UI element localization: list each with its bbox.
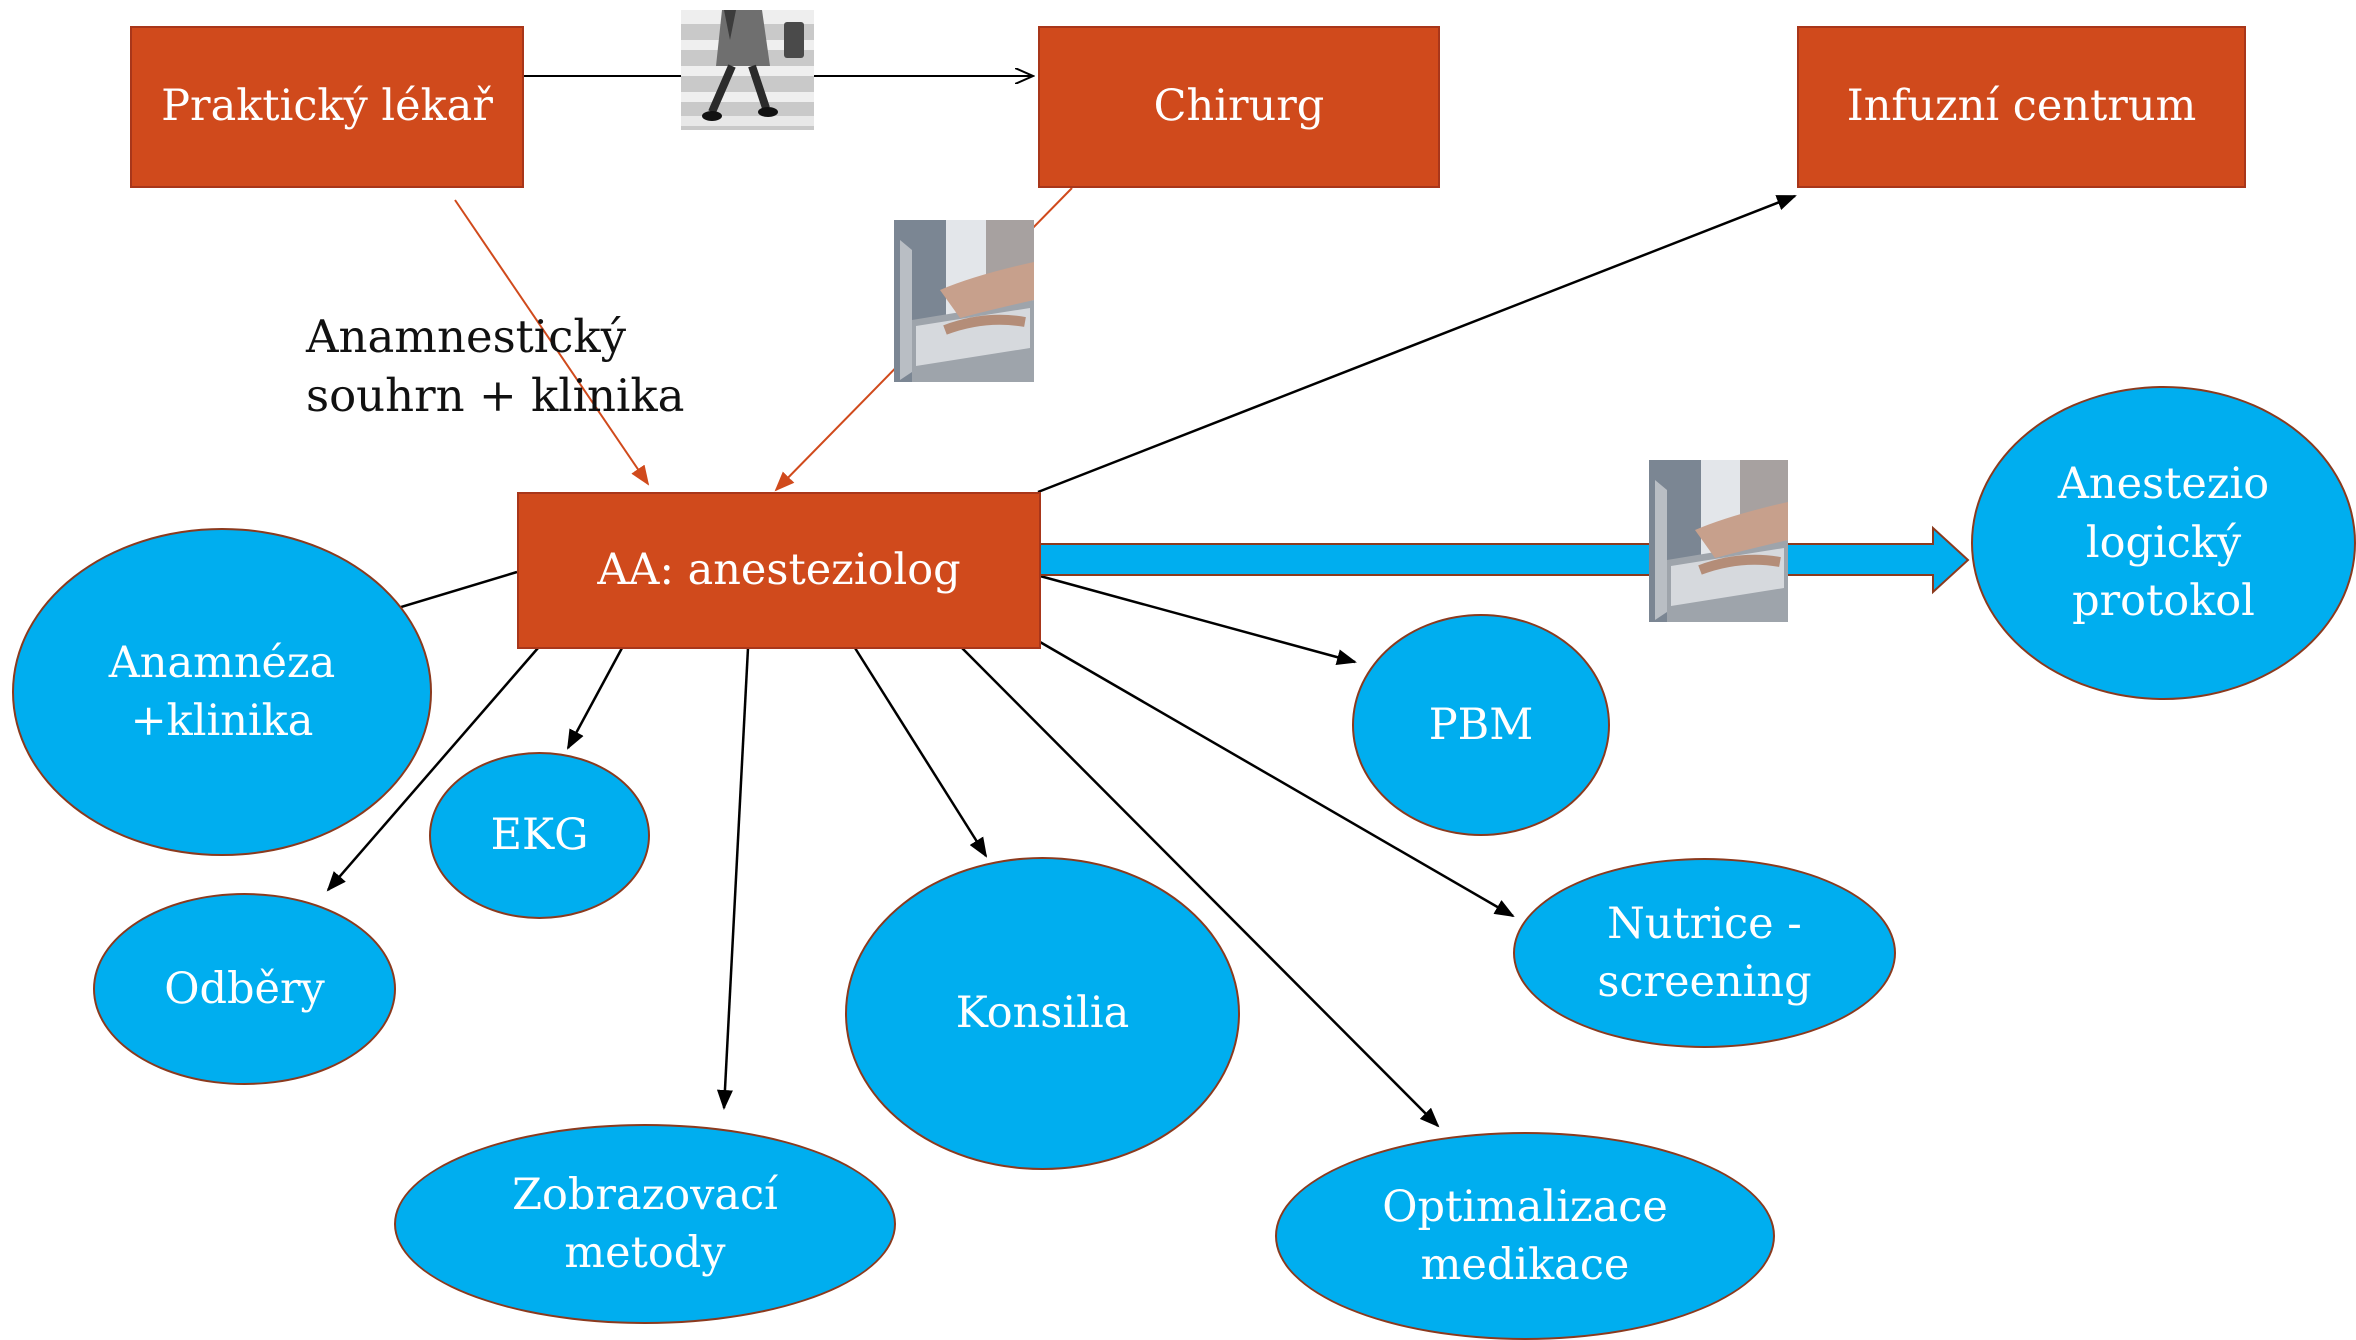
arrow-anesthesiologist-to-infusion: [1037, 194, 1797, 494]
typing-laptop-photo: [894, 220, 1034, 382]
box-label: Praktický lékař: [161, 81, 493, 132]
ellipse-label: Anestezio logický protokol: [2057, 459, 2270, 627]
box-surgeon: Chirurg: [1038, 26, 1440, 188]
walking-person-photo: [681, 10, 814, 130]
annotation-anamnestic-summary: Anamnestický souhrn + klinika: [306, 310, 685, 422]
ellipse-medication: Optimalizace medikace: [1275, 1132, 1775, 1340]
ellipse-pbm: PBM: [1352, 614, 1610, 836]
ellipse-label: Zobrazovací metody: [512, 1169, 778, 1278]
box-infusion-center: Infuzní centrum: [1797, 26, 2246, 188]
box-label: Chirurg: [1153, 81, 1325, 132]
ellipse-label: EKG: [490, 810, 589, 861]
ellipse-label: PBM: [1428, 699, 1534, 750]
ellipse-label: Konsilia: [955, 988, 1130, 1039]
typing-laptop-photo: [1649, 460, 1788, 622]
arrow-to-ekg: [566, 647, 624, 750]
ellipse-imaging: Zobrazovací metody: [394, 1124, 896, 1324]
arrow-to-pbm: [1039, 574, 1357, 665]
ellipse-consults: Konsilia: [845, 857, 1240, 1170]
ellipse-label: Anamnéza +klinika: [108, 637, 336, 746]
box-label: Infuzní centrum: [1846, 81, 2197, 132]
arrow-to-imaging: [716, 647, 750, 1110]
ellipse-label: Optimalizace medikace: [1382, 1181, 1668, 1290]
box-anesthesiologist: AA: anesteziolog: [517, 492, 1041, 649]
ellipse-nutrition: Nutrice - screening: [1513, 858, 1896, 1048]
ellipse-label: Odběry: [164, 963, 325, 1014]
ellipse-samples: Odběry: [93, 893, 396, 1085]
block-arrow-to-protocol: [1039, 525, 1970, 595]
ellipse-label: Nutrice - screening: [1597, 898, 1812, 1007]
arrow-gp-to-anesthesiologist: [454, 199, 650, 486]
ellipse-anesthesia-protocol: Anestezio logický protokol: [1971, 386, 2356, 700]
arrow-to-consults: [853, 647, 988, 858]
arrow-to-nutrition: [1039, 640, 1515, 918]
ellipse-ekg: EKG: [429, 752, 650, 919]
arrow-to-medication: [961, 647, 1440, 1128]
box-label: AA: anesteziolog: [597, 544, 961, 595]
box-general-practitioner: Praktický lékař: [130, 26, 524, 188]
ellipse-anamnesis: Anamnéza +klinika: [12, 528, 432, 856]
arrow-to-samples: [326, 647, 539, 892]
